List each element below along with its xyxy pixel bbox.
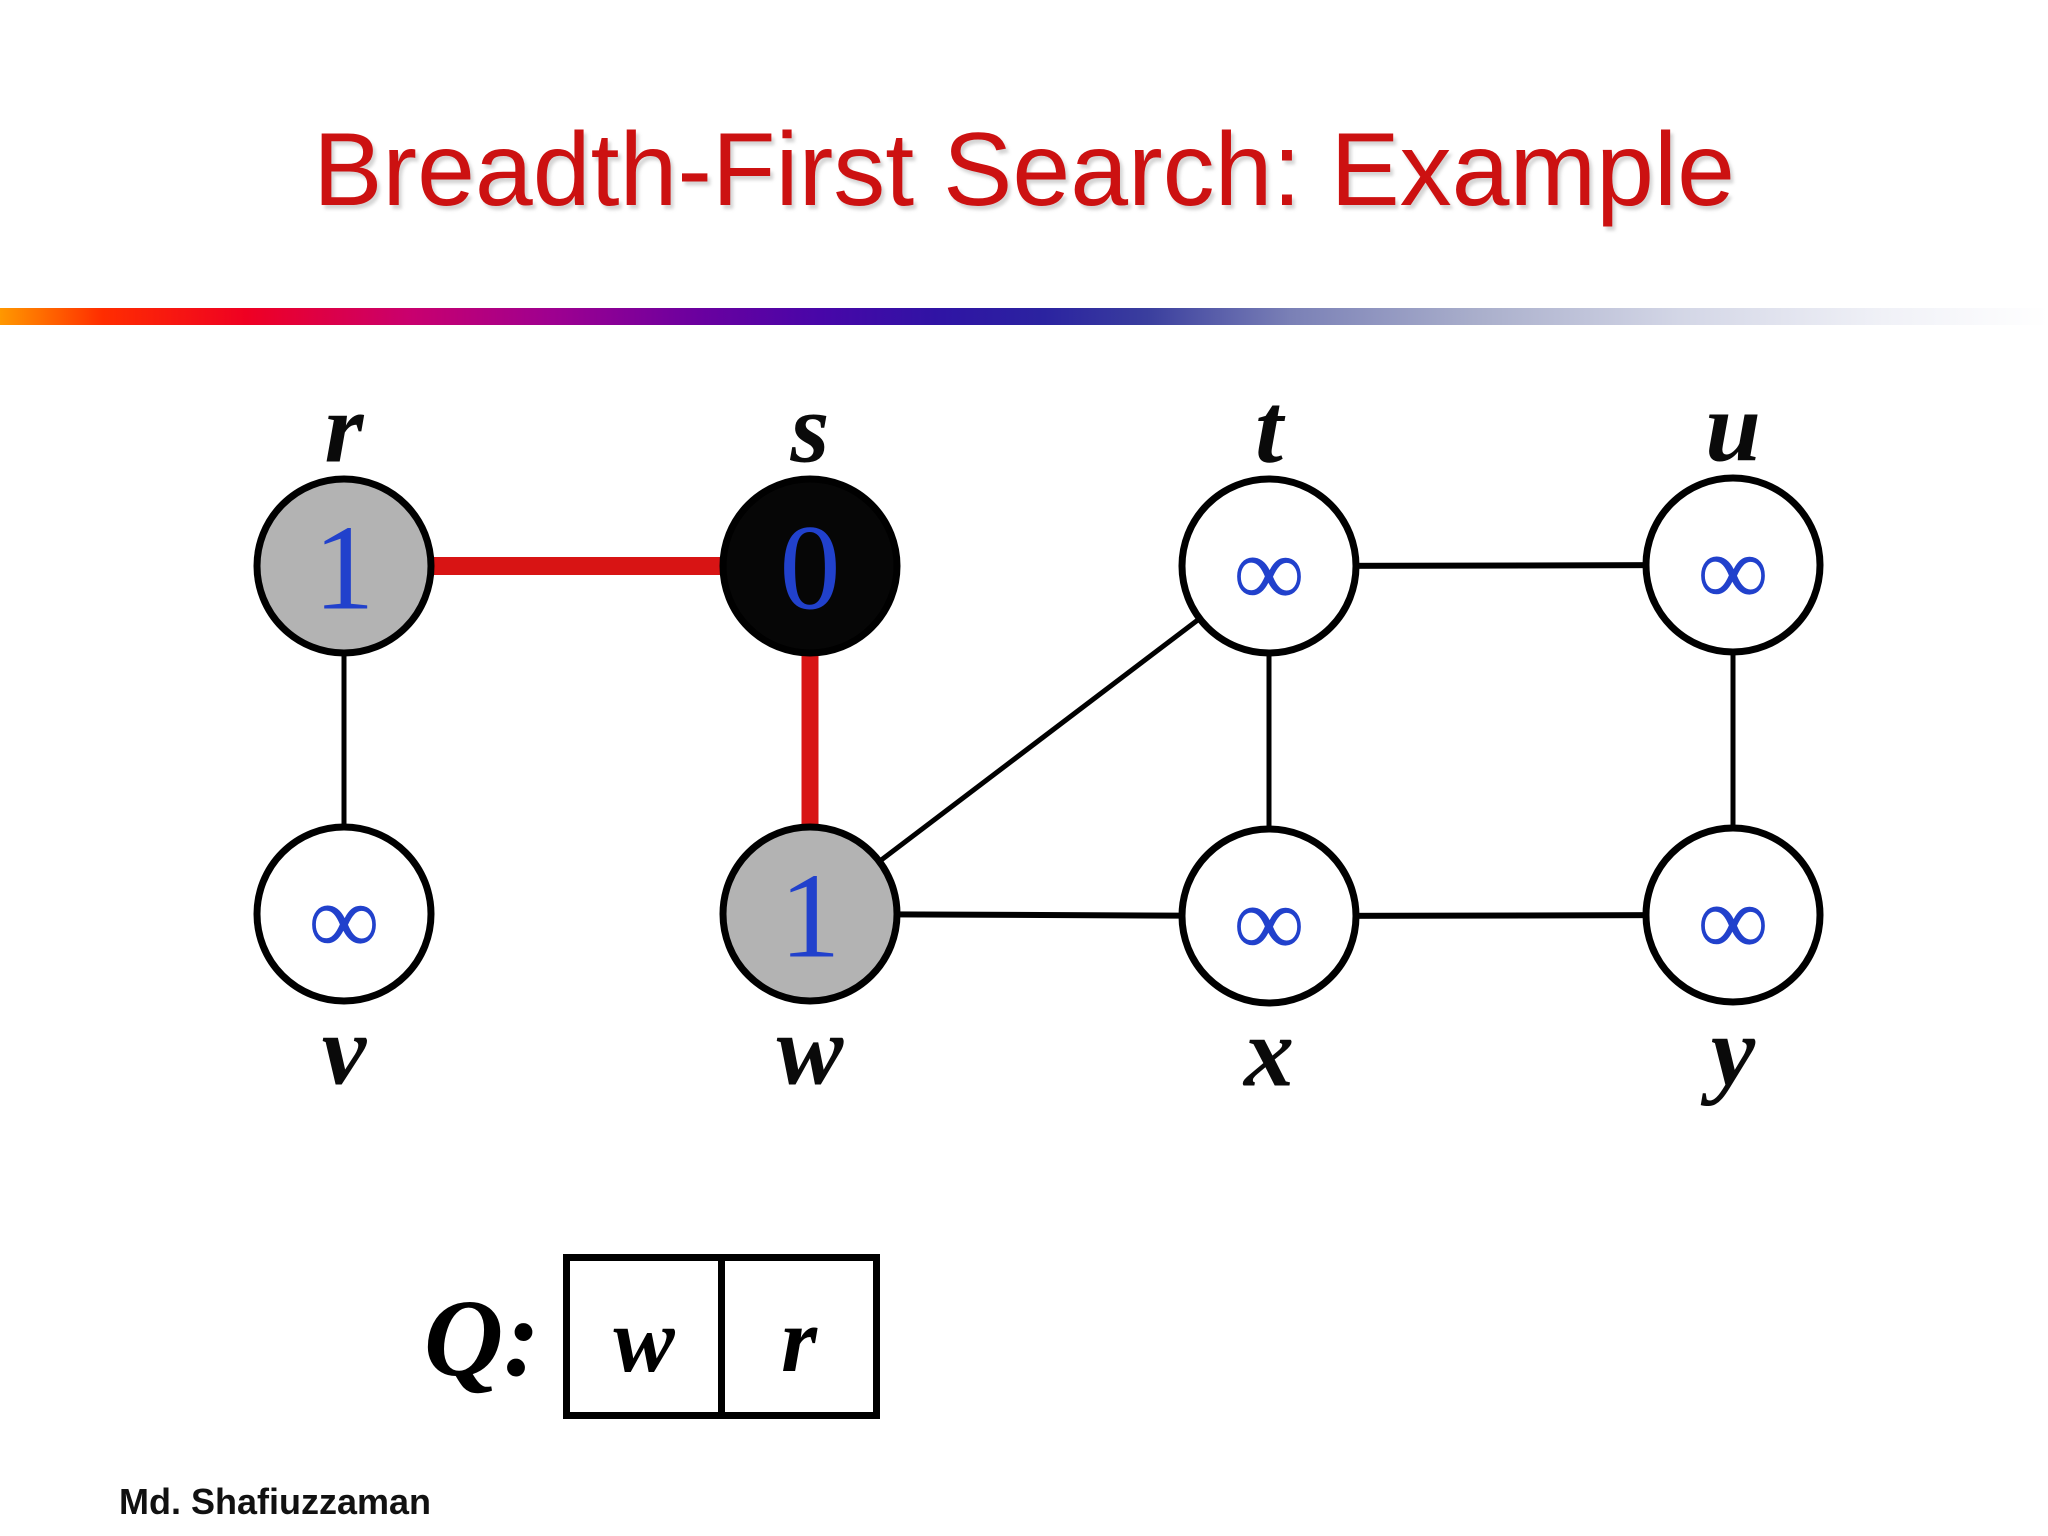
graph-node-x: ∞x [1178,825,1360,1108]
node-value-x: ∞ [1233,867,1304,978]
node-name-label-y: y [1700,996,1756,1107]
node-circle-r [253,475,435,657]
node-name-label-r: r [325,373,365,484]
node-name-label-s: s [790,373,830,484]
graph-node-r: 1r [253,373,435,657]
node-value-w: 1 [780,849,841,984]
node-name-label-v: v [322,995,368,1106]
node-circle-x [1178,825,1360,1007]
graph-node-w: 1w [719,823,901,1106]
graph-node-s: 0s [719,373,901,657]
queue-cell-r: r [718,1261,873,1412]
edge-w-t [808,564,1271,916]
node-circle-y [1642,824,1824,1006]
node-name-label-w: w [777,995,845,1106]
gradient-divider [0,308,2048,325]
node-circle-w [719,823,901,1005]
node-value-s: 0 [780,501,841,636]
graph-node-u: ∞u [1642,372,1824,656]
node-value-y: ∞ [1697,866,1768,977]
node-circle-s [719,475,901,657]
node-value-r: 1 [314,501,375,636]
node-circle-u [1642,474,1824,656]
queue-label: Q: [423,1277,540,1399]
node-name-label-t: t [1255,373,1286,484]
graph-node-t: ∞t [1178,373,1360,657]
node-circle-v [253,823,435,1005]
node-value-v: ∞ [308,865,379,976]
footer-author: Md. Shafiuzzaman [119,1481,432,1522]
slide-title: Breadth-First Search: Example [313,112,1735,228]
queue-cell-w: w [613,1288,675,1391]
node-circle-t [1178,475,1360,657]
node-value-u: ∞ [1697,516,1768,627]
node-name-label-x: x [1242,997,1294,1108]
node-name-label-u: u [1705,372,1761,483]
graph-node-y: ∞y [1642,824,1824,1107]
node-value-t: ∞ [1233,517,1304,628]
graph-node-v: ∞v [253,823,435,1106]
